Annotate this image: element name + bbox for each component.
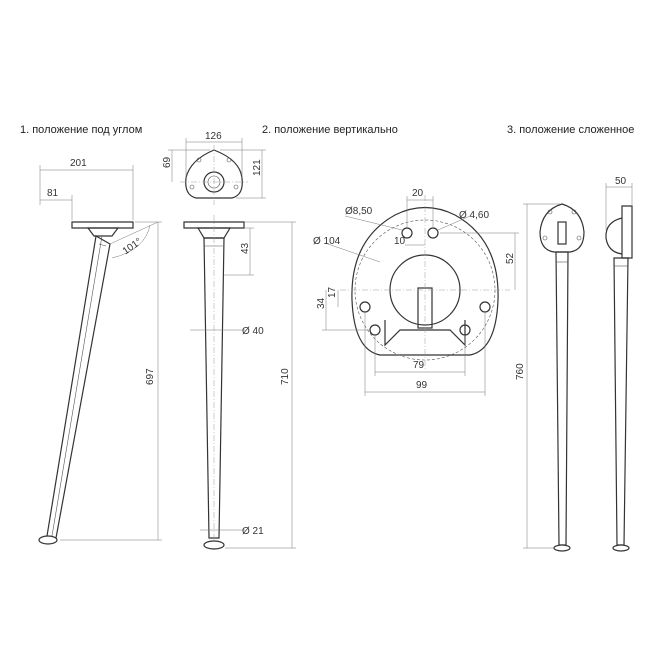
dim-121: 121	[252, 159, 263, 176]
dim-hole-850: Ø8,50	[345, 206, 373, 217]
dim-201: 201	[70, 158, 87, 169]
caption-folded: 3. положение сложенное	[507, 124, 634, 136]
dim-34: 34	[316, 297, 327, 309]
dim-760: 760	[515, 363, 526, 380]
dim-52: 52	[505, 252, 516, 264]
folded-foot-front	[553, 544, 571, 552]
angled-leg-view: 201 81 101° 697	[38, 158, 162, 545]
plate-outline	[351, 206, 499, 356]
dim-710: 710	[280, 368, 291, 385]
dim-angle-101: 101°	[121, 236, 144, 257]
mounting-hole	[479, 301, 491, 313]
top-plate-view	[185, 149, 243, 199]
folded-hinge	[605, 217, 623, 255]
dim-folded-50: 50	[615, 176, 627, 187]
dim-99: 99	[416, 380, 428, 391]
caption-angled: 1. положение под углом	[20, 124, 142, 136]
folded-foot-side	[612, 544, 630, 552]
angled-tube	[46, 235, 111, 539]
dim-d40: Ø 40	[242, 326, 264, 337]
dim-79: 79	[413, 360, 425, 371]
mounting-hole	[359, 301, 371, 313]
folded-leg-view: 50 760	[515, 176, 633, 552]
dim-20: 20	[412, 188, 424, 199]
plate-detail-view: 20 Ø8,50 Ø 4,60 Ø 104 10 52 17 34 79 99	[313, 188, 519, 396]
dim-10: 10	[394, 236, 406, 247]
folded-tube-side	[613, 257, 629, 546]
dim-697: 697	[145, 368, 156, 385]
vertical-foot	[203, 540, 225, 550]
mounting-hole	[369, 324, 381, 336]
foot	[38, 535, 58, 545]
mounting-hole	[427, 227, 439, 239]
folded-side-plate	[621, 205, 633, 259]
mounting-plate	[71, 221, 134, 229]
dim-81: 81	[47, 188, 59, 199]
vertical-tube	[203, 237, 225, 539]
folded-slot	[557, 221, 567, 245]
dim-43: 43	[240, 242, 251, 254]
dim-d21: Ø 21	[242, 526, 264, 537]
dim-69: 69	[162, 156, 173, 168]
folded-tube-front	[555, 251, 569, 546]
caption-vertical: 2. положение вертикально	[262, 124, 398, 136]
folded-top-plate	[539, 203, 585, 253]
dim-126: 126	[205, 131, 222, 142]
dim-d104: Ø 104	[313, 236, 341, 247]
dim-17: 17	[327, 286, 338, 298]
vertical-leg-view: 126 69 121 43 Ø 40 710 Ø 21	[162, 131, 296, 550]
dim-hole-460: Ø 4,60	[459, 210, 489, 221]
bracket	[86, 227, 120, 237]
